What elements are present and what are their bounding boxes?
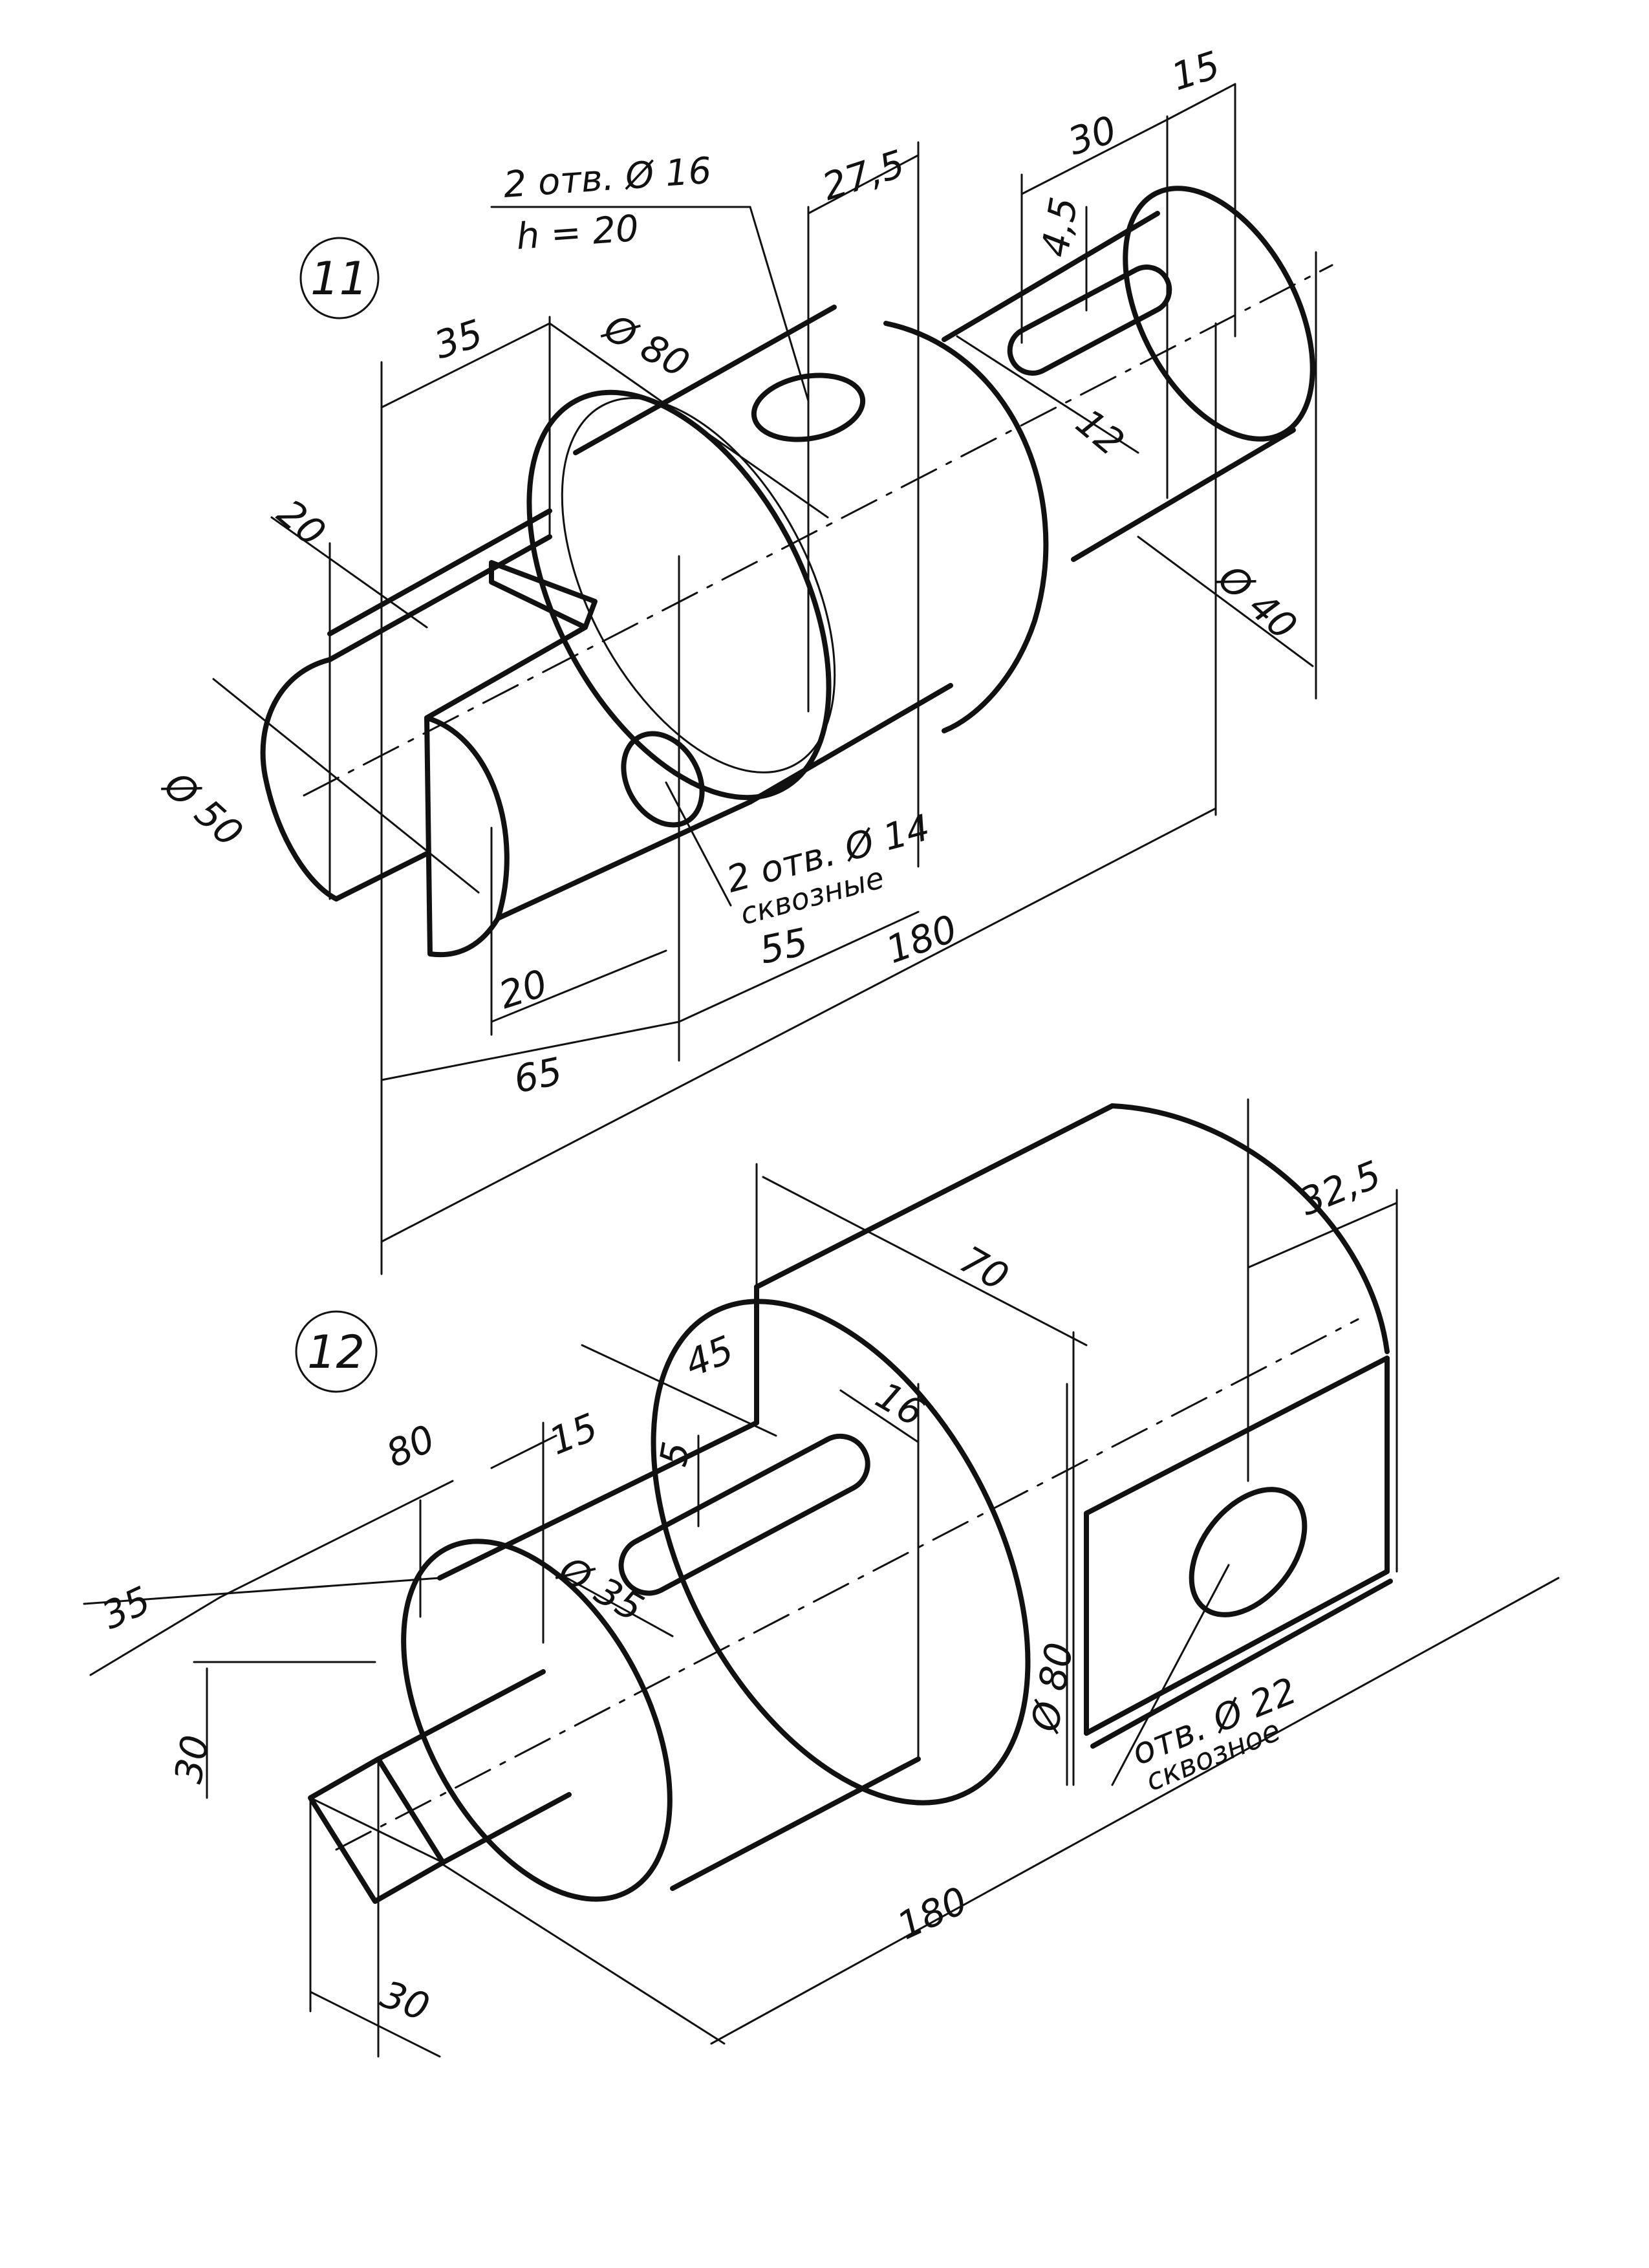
part-12-number-circle	[295, 1310, 378, 1393]
part-12-large-body-left-face	[651, 1299, 1031, 1806]
part-11-dim-line-15	[1166, 83, 1236, 121]
part-11-dim-line-180	[380, 807, 1217, 1243]
part-11-dim-line-20-top	[270, 516, 428, 629]
part-11-dim-15: 15	[1166, 43, 1225, 99]
part-12-dim-line-180	[710, 1577, 1560, 2045]
part-11-dim-65: 65	[510, 1049, 566, 1102]
part-12-block-bottom-edge-2	[1090, 1579, 1393, 1749]
part-12-through-hole	[1189, 1487, 1308, 1617]
part-12-keyway-slot	[618, 1433, 870, 1596]
part-11-fork-left-prong	[260, 657, 339, 902]
part-11-top-hole	[751, 373, 866, 442]
part-12-dim-line-70	[762, 1176, 1088, 1346]
part-12-dim-30-vert: 30	[166, 1732, 218, 1786]
part-12-axis-centerline	[335, 1318, 1359, 1851]
part-11-dim-55: 55	[756, 920, 812, 973]
part-12-square-shaft-top-edge	[376, 1669, 546, 1762]
part-11-leader-top-hole	[749, 206, 810, 402]
part-11-fork-slot-edge	[424, 625, 588, 720]
part-11-fork-right-prong	[424, 715, 510, 958]
part-12-dim-70: 70	[953, 1237, 1016, 1299]
part-12-square-shaft-bottom-edge	[440, 1792, 572, 1865]
part-12-middle-cylinder-top-edge	[437, 1420, 759, 1581]
part-12-dim-16: 16	[868, 1373, 932, 1435]
part-11-large-cylinder-bottom-edge	[748, 683, 953, 805]
part-11-note-top-holes-line1: 2 отв. Ø 16	[502, 150, 713, 206]
part-12-dim-line-phi35	[542, 1564, 674, 1637]
part-11-dim-27-5: 27,5	[817, 142, 910, 210]
part-11-fork-top-edge	[327, 534, 552, 662]
part-12-drawing: 12	[83, 1098, 1560, 2058]
part-11-fork-slot-window	[489, 560, 598, 630]
part-12-dim-30-bottom: 30	[375, 1972, 435, 2029]
part-11-dim-line-27-5	[807, 154, 920, 215]
part-12-dim-line-32-5	[1247, 1202, 1398, 1269]
part-12-block-flat-face	[1084, 1355, 1390, 1736]
part-12-dim-35: 35	[95, 1578, 157, 1638]
part-11-dim-line-35	[380, 322, 551, 409]
part-12-dim-line-30-bottom	[309, 1991, 441, 2058]
part-11-dim-20-bottom: 20	[493, 961, 552, 1017]
part-11-dim-line-20-bottom	[490, 949, 667, 1023]
part-12-dim-45: 45	[679, 1327, 740, 1386]
part-11-side-hole	[621, 731, 705, 828]
part-11-large-cylinder-left-face	[526, 389, 832, 801]
part-11-note-top-holes-line2: h = 20	[515, 208, 640, 258]
part-12-dim-15: 15	[543, 1405, 604, 1463]
part-12-dim-line-15	[490, 1434, 557, 1469]
part-11-small-cylinder-top-edge	[942, 211, 1160, 342]
part-11-small-cylinder-bottom-edge	[1071, 427, 1296, 562]
part-12-leader-hole	[1111, 1564, 1230, 1786]
part-11-fork-top-inner-edge	[327, 508, 552, 636]
part-12-dim-5: 5	[651, 1438, 698, 1469]
part-11-dim-30: 30	[1062, 107, 1121, 164]
part-11-leader-side-hole	[665, 781, 732, 907]
part-11-dim-line-12	[956, 335, 1139, 454]
part-12-large-body-right-face	[1110, 1103, 1390, 1354]
part-12-square-shaft-diagonal	[309, 1797, 444, 1864]
part-11-dim-line-phi50	[212, 678, 480, 894]
part-11-dim-4-5: 4,5	[1033, 194, 1086, 261]
part-11-dim-20-top: 20	[269, 491, 334, 556]
part-12-dim-80: 80	[380, 1416, 442, 1476]
part-11-number-circle	[299, 237, 380, 319]
part-11-dim-line-phi80	[548, 322, 829, 519]
part-11-fork-bottom-edge	[495, 799, 753, 921]
part-12-large-body-top-edge	[754, 1103, 1115, 1290]
part-11-large-cylinder-chamfer	[561, 397, 836, 773]
part-11-large-cylinder-top-edge	[573, 305, 837, 455]
part-12-dim-line-45	[581, 1344, 777, 1437]
part-11-number: 11	[310, 252, 368, 305]
part-11-small-cylinder-end	[1123, 186, 1315, 442]
part-12-number: 12	[307, 1326, 365, 1379]
part-12-dim-line-16	[839, 1389, 920, 1443]
part-12-dim-line-35	[89, 1596, 221, 1676]
part-11-dim-phi40: Ø 40	[1209, 556, 1305, 649]
part-12-middle-cylinder-bottom-edge	[670, 1756, 921, 1891]
part-12-ext-line	[438, 1861, 726, 2045]
part-11-dim-12: 12	[1068, 400, 1132, 465]
part-11-dim-180: 180	[881, 906, 963, 972]
part-12-dim-line-80	[219, 1480, 454, 1599]
part-12-middle-cylinder-face	[401, 1539, 673, 1902]
part-11-drawing: 11	[155, 43, 1333, 1275]
part-11-dim-phi80: Ø 80	[596, 305, 696, 386]
part-11-dim-line-65	[380, 1021, 680, 1081]
part-12-block-bottom-edge	[1084, 1569, 1390, 1736]
part-11-keyway-slot	[1007, 265, 1172, 376]
part-12-ext-line	[83, 1577, 441, 1605]
part-11-dim-line-55	[678, 911, 920, 1023]
part-11-large-cylinder-right-face	[883, 321, 1049, 733]
part-11-dim-line-phi40	[1137, 535, 1314, 667]
part-11-dim-line-30	[1020, 118, 1169, 195]
part-11-dim-phi50: Ø 50	[155, 762, 251, 856]
part-11-axis-centerline	[303, 264, 1333, 797]
